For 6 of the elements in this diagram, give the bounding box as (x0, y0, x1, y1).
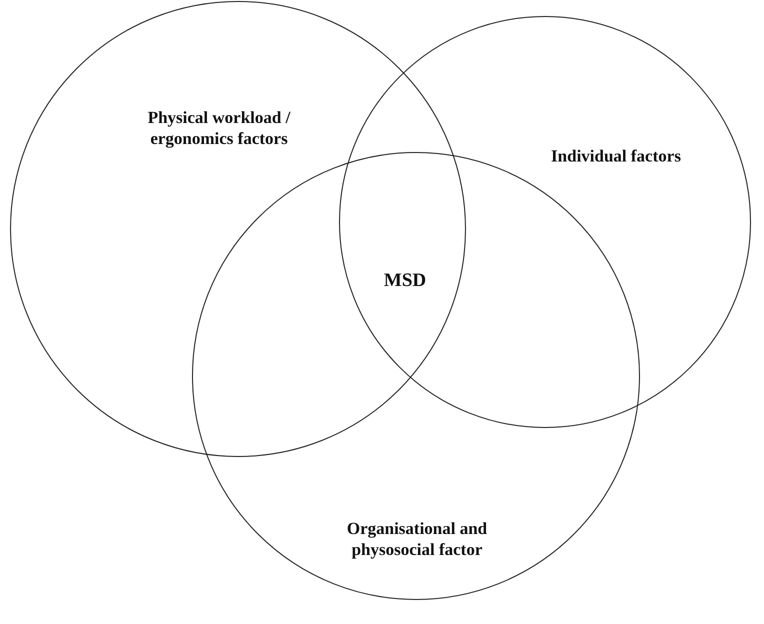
circle-label: Individual factors (550, 145, 682, 167)
circle-label: Physical workload / ergonomics factors (146, 106, 292, 150)
venn-circle (339, 16, 751, 428)
venn-circle (10, 1, 466, 457)
intersection-label: MSD (384, 269, 426, 293)
circle-label: Organisational and physosocial factor (346, 518, 488, 560)
